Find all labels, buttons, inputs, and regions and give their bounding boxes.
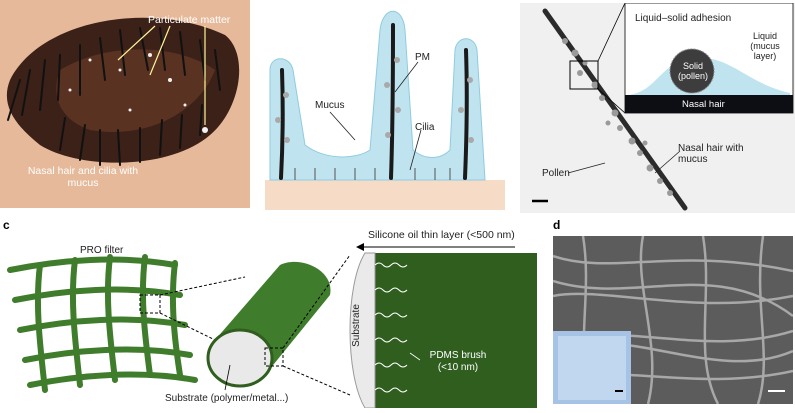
inset-solid-label: Solid (pollen) [677,61,708,81]
sem-fiber-image [553,236,793,404]
silicone-layer-label: Silicone oil thin layer (<500 nm) [368,229,515,241]
substrate-vertical-label: Substrate [350,304,362,347]
particulate-matter-label: Particulate matter [148,14,231,26]
panel-a-photo: Particulate matter Nasal hair and cilia … [0,0,250,208]
panel-c-letter: c [3,218,10,232]
inset-hair-label: Nasal hair [682,99,725,110]
inset-liquid-label: Liquid (mucus layer) [750,31,780,61]
pollen-label: Pollen [542,168,570,179]
nasal-hair-pollen-image [520,2,795,213]
panel-d-letter: d [553,218,561,232]
pdms-brush-label: PDMS brush (<10 nm) [429,350,487,373]
pm-label: PM [415,52,430,63]
substrate-bottom-label: Substrate (polymer/metal...) [165,393,289,404]
nasal-photo-graphic [0,0,250,208]
panel-a-schematic: PM Mucus Cilia [265,0,510,210]
panel-b: Liquid–solid adhesion Liquid (mucus laye… [520,2,795,213]
pro-filter-diagram [7,243,537,409]
cilia-label: Cilia [415,122,435,133]
panel-d-sem [553,236,793,404]
nasal-hair-cilia-label: Nasal hair and cilia with mucus [27,165,139,189]
panel-c: PRO filter Silicone oil thin layer (<500… [0,225,540,409]
mucus-label: Mucus [315,100,345,111]
inset-title: Liquid–solid adhesion [635,13,732,24]
mucus-cilia-diagram [265,10,505,210]
nasal-hair-mucus-label: Nasal hair with mucus [678,143,744,165]
pro-filter-label: PRO filter [80,245,124,256]
